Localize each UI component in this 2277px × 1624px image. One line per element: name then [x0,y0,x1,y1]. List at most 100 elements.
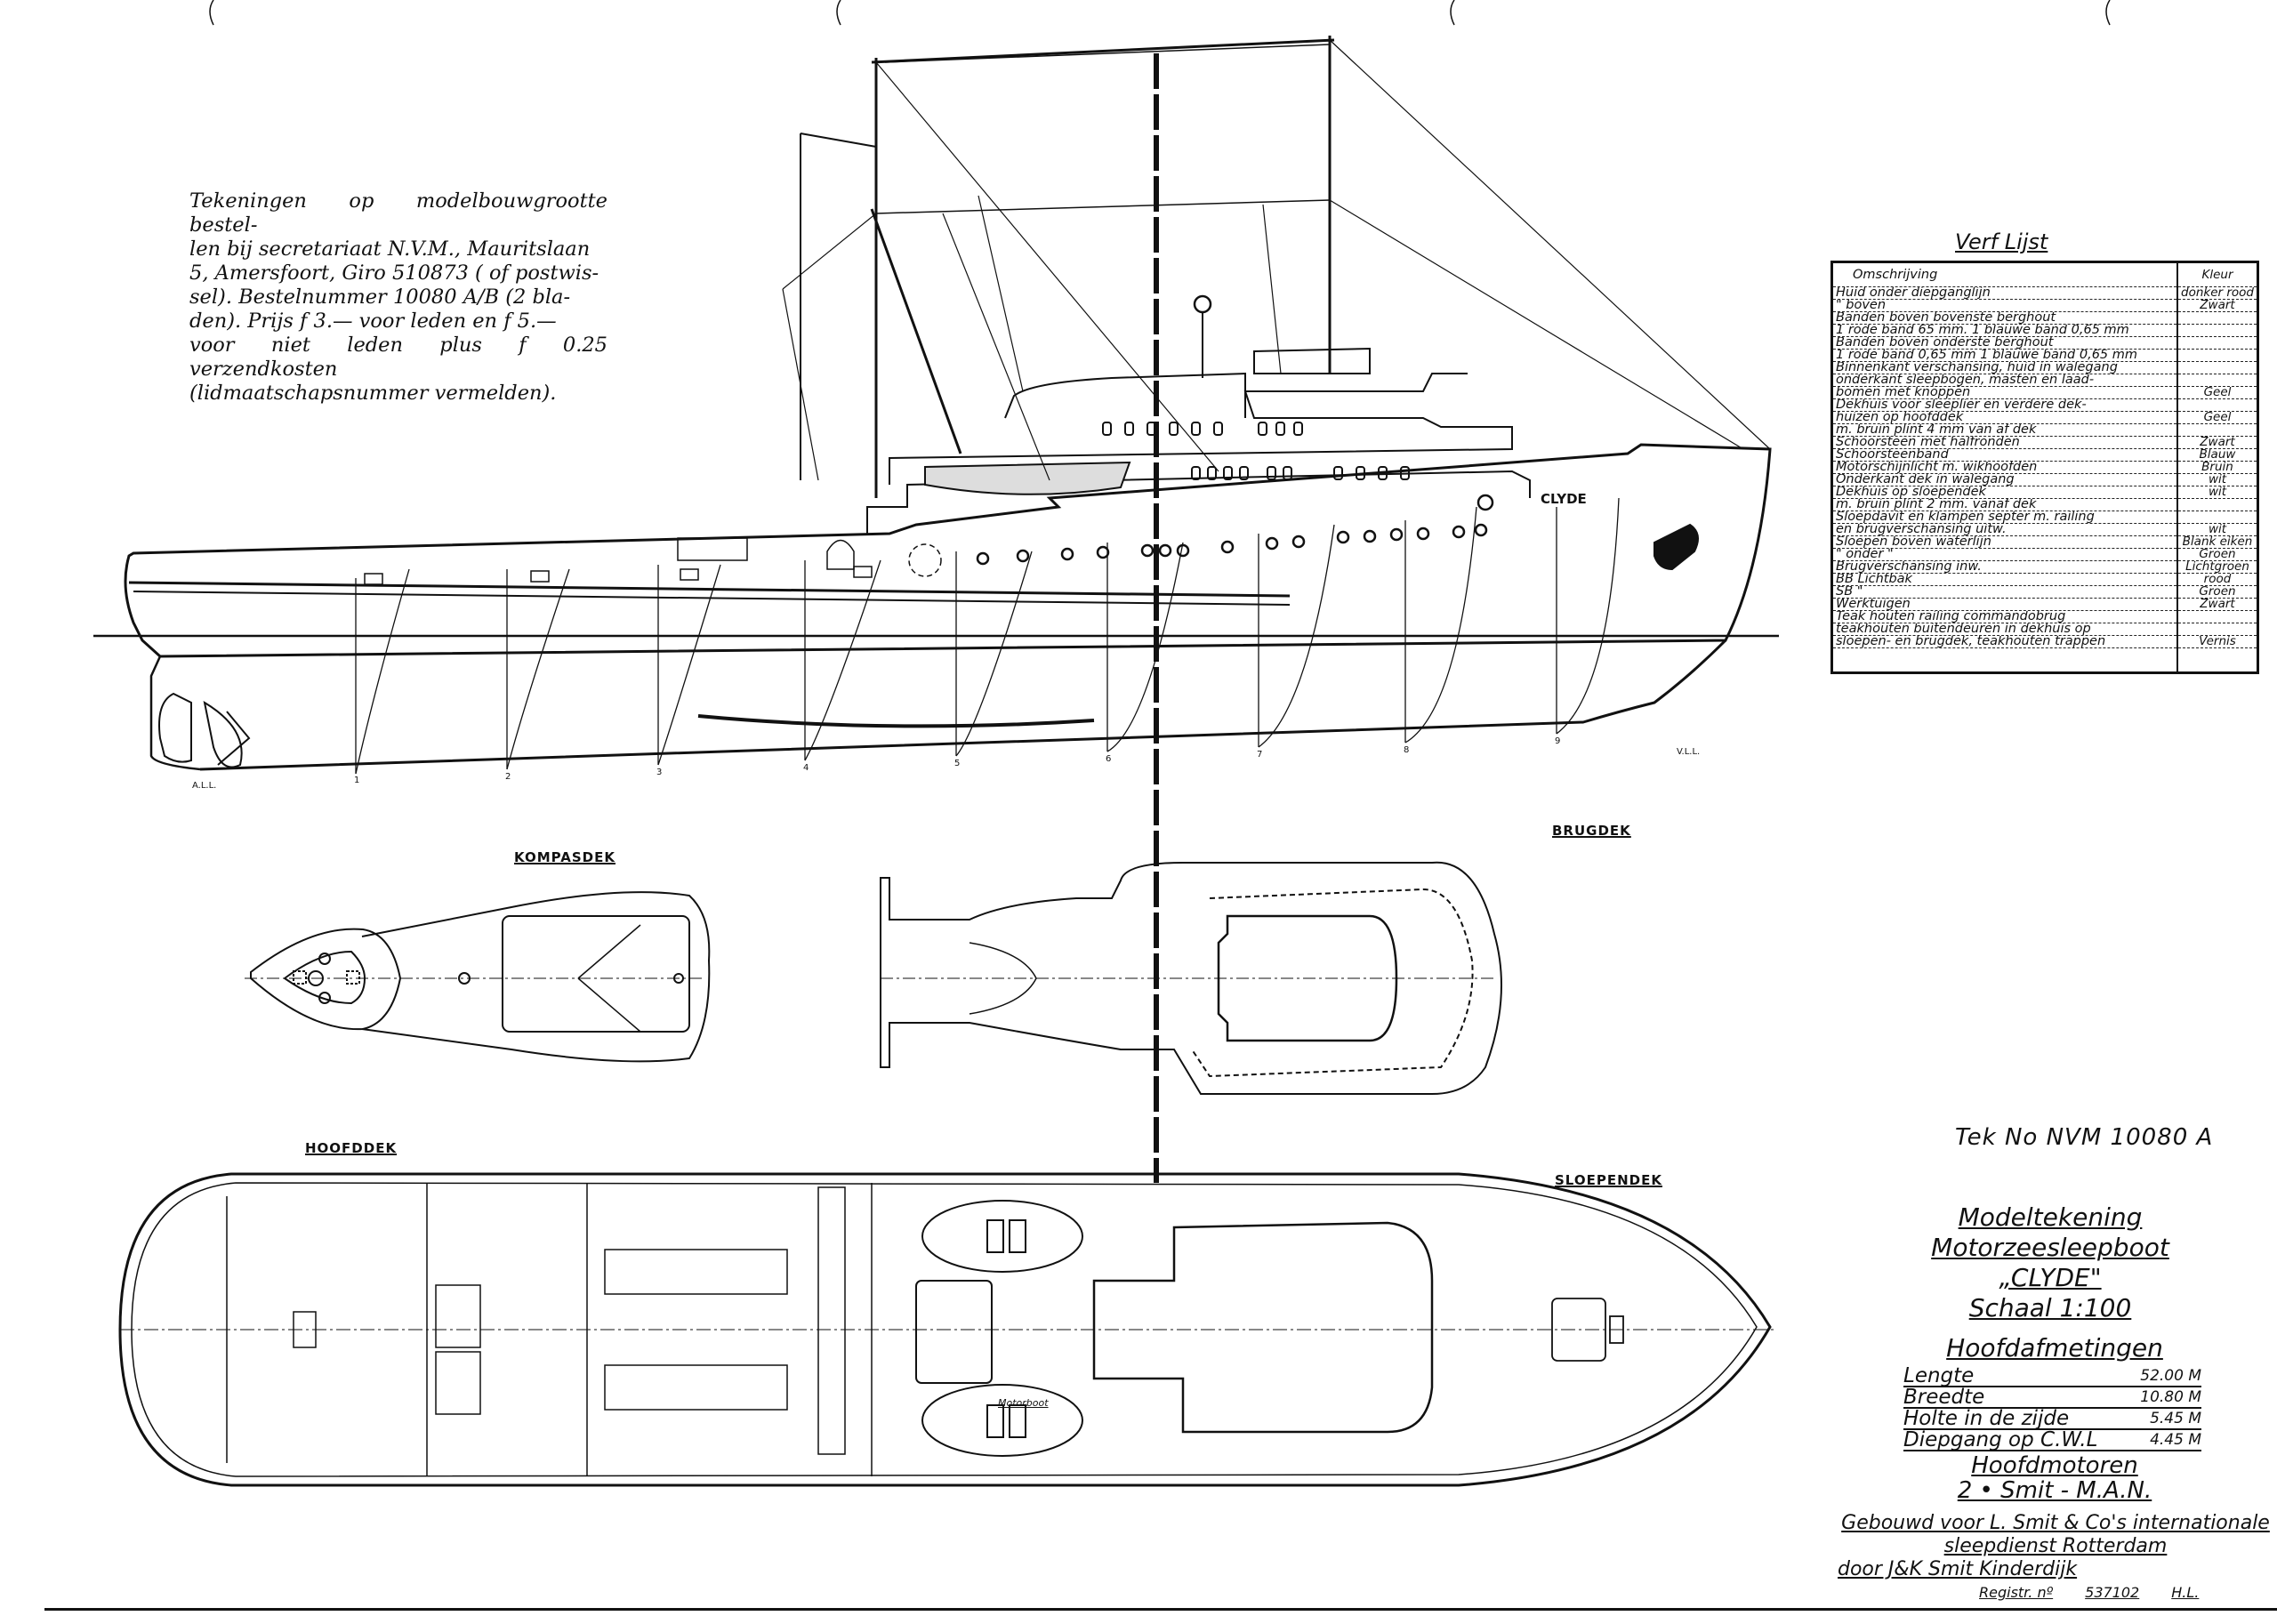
paint-list-row: Banden boven bovenste berghout [1831,311,2258,325]
paint-list-row: Sloepdavit en klampen septer m. railing [1831,511,2258,524]
paint-list-row: m. bruin plint 2 mm. vanaf dek [1831,498,2258,511]
builder-info: Gebouwd voor L. Smit & Co's internationa… [1838,1512,2273,1581]
paint-color [2176,324,2258,337]
paint-list-header: Omschrijving Kleur [1831,261,2258,287]
paint-description: Schoorsteen met halfronden [1831,436,2177,449]
paint-description: Sloepen boven waterlijn [1831,535,2177,549]
paint-color: wit [2176,523,2258,536]
paint-description: huizen op hoofddek [1831,411,2177,424]
dim-value: 10.80 M [2140,1388,2201,1406]
paint-color: Zwart [2176,299,2258,312]
fwd-perpendicular-mark: V.L.L. [1677,747,1701,757]
paint-color: wit [2176,473,2258,486]
paint-description: onderkant sleepbogen, masten en laad- [1831,374,2177,387]
view-label-hoofddek: HOOFDDEK [305,1140,398,1156]
built-for-1: Gebouwd voor L. Smit & Co's internationa… [1841,1512,2270,1534]
dim-key: Holte in de zijde [1903,1407,2070,1430]
aft-perpendicular-mark: A.L.L. [192,781,217,791]
paint-description: m. bruin plint 2 mm. vanaf dek [1831,498,2177,511]
drawing-number: Tek No NVM 10080 A [1955,1124,2214,1151]
dim-key: Diepgang op C.W.L [1903,1428,2098,1451]
paint-description: Huid onder diepganglijn [1831,286,2177,300]
paint-color: Lichtgroen [2176,560,2258,574]
paint-list-row: " onder "Groen [1831,548,2258,561]
paint-description: 1 rode band 65 mm. 1 blauwe band 0,65 mm [1831,324,2177,337]
paint-description: 1 rode band 0,65 mm 1 blauwe band 0,65 m… [1831,349,2177,362]
station-number: 6 [1106,754,1112,764]
order-note-line: 5, Amersfoort, Giro 510873 ( of postwis- [189,261,599,285]
paint-color [2176,423,2258,437]
paint-description: Teak houten railing commandobrug [1831,610,2177,623]
paint-description: Binnenkant verschansing, huid in walegan… [1831,361,2177,374]
dim-key: Breedte [1903,1386,1985,1409]
paint-list-row: 1 rode band 65 mm. 1 blauwe band 0,65 mm [1831,324,2258,337]
aft-deck-fittings [364,537,942,585]
paint-list-table: Omschrijving Kleur Huid onder diepgangli… [1830,261,2259,674]
paint-description: Banden boven bovenste berghout [1831,311,2177,325]
rigging [782,39,1771,481]
scale: Schaal 1:100 [1968,1293,2132,1323]
paint-list-title: Verf Lijst [1955,229,2048,254]
paint-color [2176,311,2258,325]
title-line: Motorzeesleepboot [1931,1233,2169,1262]
paint-color [2176,398,2258,412]
paint-list-row: Brugverschansing inw.Lichtgroen [1831,560,2258,574]
paint-list-row: m. bruin plint 4 mm van af dek [1831,423,2258,437]
station-number: 4 [803,763,809,773]
reg-number: 537102 [2085,1584,2140,1601]
dim-row: Breedte 10.80 M [1903,1387,2201,1409]
paint-description: SB " [1831,585,2177,599]
radar-mast-top [1193,294,1212,314]
paint-color: Zwart [2176,436,2258,449]
dim-value: 5.45 M [2150,1410,2201,1427]
windows [1102,422,1410,480]
kompasdek-plan [245,891,711,1063]
dim-row: Holte in de zijde 5.45 M [1903,1409,2201,1430]
paint-list-row: Dekhuis voor sleeplier en verdere dek- [1831,398,2258,412]
paint-description: bomen met knoppen [1831,386,2177,399]
paint-description: Dekhuis voor sleeplier en verdere dek- [1831,398,2177,412]
paint-description: Motorschijnlicht m. wikhoofden [1831,461,2177,474]
paint-color: Groen [2176,585,2258,599]
title-line: Modeltekening [1958,1202,2143,1232]
title-block: Modeltekening Motorzeesleepboot „CLYDE" … [1890,1202,2210,1323]
paint-description: Dekhuis op sloependek [1831,486,2177,499]
paint-color [2176,336,2258,350]
view-label-kompasdek: KOMPASDEK [514,849,616,865]
deckhouse [1092,1221,1434,1434]
station-number: 1 [354,776,360,785]
paint-color: Zwart [2176,598,2258,611]
wheelhouse [1004,372,1246,419]
paint-description: en brugverschansing uitw. [1831,523,2177,536]
paint-color: Groen [2176,548,2258,561]
paint-description: " boven [1831,299,2177,312]
paint-list-row: en brugverschansing uitw.wit [1831,523,2258,536]
superstructure [866,347,1531,534]
paint-description: Brugverschansing inw. [1831,560,2177,574]
paint-color [2176,610,2258,623]
motorboat-label: Motorboot [998,1397,1049,1409]
frame-bottom-line [44,1608,2277,1611]
paint-color: Blank eiken [2176,535,2258,549]
station-number: 7 [1257,750,1263,760]
bitt-rows [293,1186,846,1455]
paint-color [2176,349,2258,362]
station-number: 8 [1404,745,1410,755]
paint-color: wit [2176,486,2258,499]
dim-value: 52.00 M [2140,1367,2201,1385]
paint-list-row: teakhouten buitendeuren in dekhuis op [1831,623,2258,636]
propeller [203,700,251,768]
paint-description: Banden boven onderste berghout [1831,336,2177,350]
paint-color [2176,623,2258,636]
deck-outline [118,1172,1772,1487]
derrick [870,208,962,454]
